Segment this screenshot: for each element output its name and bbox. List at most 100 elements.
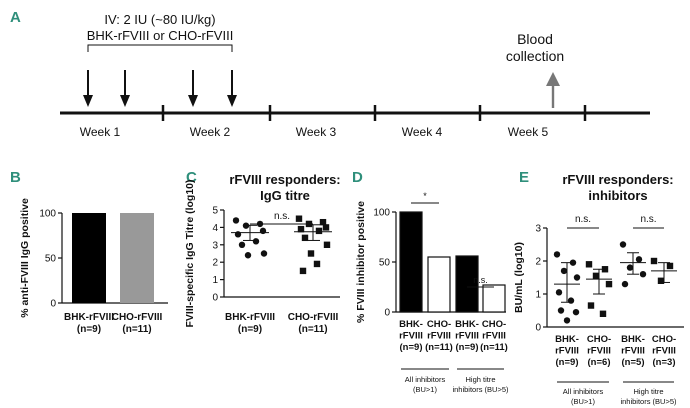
- group-label: (BU>1): [413, 385, 437, 394]
- injection-arrow-head: [227, 95, 237, 107]
- group-label: All inhibitors: [405, 375, 446, 384]
- data-point: [605, 280, 613, 288]
- week-label: Week 1: [80, 125, 121, 139]
- group-label: (BU>1): [571, 397, 595, 406]
- bar: [399, 211, 423, 313]
- x-tick-label: (n=9): [456, 342, 479, 353]
- x-tick-label: rFVIII: [455, 331, 479, 342]
- y-tick-label: 100: [39, 209, 56, 220]
- y-tick-label: 0: [212, 293, 218, 304]
- x-tick-label: CHO-rFVIII: [288, 312, 339, 323]
- week-label: Week 5: [508, 125, 549, 139]
- y-tick-label: 2: [535, 257, 541, 268]
- data-point: [592, 272, 600, 280]
- data-point: [295, 215, 303, 222]
- x-tick-label: CHO-: [652, 334, 676, 345]
- blood-label-line1: Blood: [517, 31, 553, 47]
- panel-e-title-line1: rFVIII responders:: [562, 172, 673, 187]
- x-tick-label: rFVIII: [652, 346, 676, 357]
- x-tick-label: rFVIII: [621, 346, 645, 357]
- data-point: [585, 261, 593, 268]
- group-label: inhibitors (BU>5): [452, 385, 509, 394]
- data-point: [297, 225, 305, 233]
- data-point: [322, 224, 330, 231]
- injection-arrow-head: [83, 95, 93, 107]
- panel-a: A IV: 2 IU (~80 IU/kg) BHK-rFVIII or CHO…: [10, 9, 650, 139]
- x-tick-label: (n=3): [653, 357, 676, 368]
- data-point: [232, 217, 240, 224]
- x-tick-label: CHO-: [482, 319, 506, 330]
- bar: [427, 256, 451, 313]
- y-tick-label: 2: [212, 258, 218, 269]
- y-tick-label: 3: [212, 240, 218, 251]
- data-point: [639, 271, 647, 278]
- y-tick-label: 100: [373, 208, 390, 219]
- data-point: [238, 241, 246, 248]
- y-tick-label: 1: [535, 290, 541, 301]
- x-tick-label: CHO-: [587, 334, 611, 345]
- y-axis-label: BU/mL (log10): [513, 242, 525, 313]
- data-point: [560, 267, 568, 275]
- data-point: [599, 310, 607, 317]
- data-point: [657, 277, 665, 284]
- x-tick-label: (n=11): [425, 342, 453, 353]
- week-label: Week 2: [190, 125, 231, 139]
- data-point: [301, 234, 309, 242]
- group-label: High titre: [633, 387, 663, 396]
- x-tick-label: rFVIII: [399, 331, 423, 342]
- data-point: [244, 252, 252, 259]
- y-tick-label: 5: [212, 206, 218, 217]
- x-tick-label: rFVIII: [587, 346, 611, 357]
- bar: [120, 213, 154, 303]
- injection-arrows: [83, 70, 237, 107]
- bar: [72, 213, 106, 303]
- panel-c-title-line1: rFVIII responders:: [229, 172, 340, 187]
- data-point: [626, 264, 634, 271]
- data-point: [555, 289, 563, 296]
- panel-c-letter: C: [186, 169, 197, 186]
- data-point: [299, 267, 307, 275]
- x-tick-label: (n=6): [588, 357, 611, 368]
- y-tick-label: 50: [379, 258, 391, 269]
- x-tick-label: BHK-rFVIII: [225, 312, 275, 323]
- data-point: [666, 262, 674, 270]
- panel-e-title-line2: inhibitors: [588, 188, 647, 203]
- x-tick-label: (n=9): [400, 342, 423, 353]
- data-point: [252, 238, 260, 245]
- injection-label-line2: BHK-rFVIII or CHO-rFVIII: [87, 28, 234, 43]
- x-tick-label: rFVIII: [482, 331, 506, 342]
- significance-label: n.s.: [640, 214, 656, 225]
- data-point: [553, 251, 561, 258]
- x-tick-label: (n=9): [77, 324, 101, 335]
- week-label: Week 3: [296, 125, 337, 139]
- y-tick-label: 4: [212, 223, 218, 234]
- x-tick-label: BHK-: [621, 334, 645, 345]
- x-tick-label: rFVIII: [555, 346, 579, 357]
- significance-label: n.s.: [575, 214, 591, 225]
- week-label: Week 4: [402, 125, 443, 139]
- y-tick-label: 3: [535, 224, 541, 235]
- data-point: [572, 308, 580, 316]
- group-label: All inhibitors: [563, 387, 604, 396]
- data-point: [567, 297, 575, 304]
- data-point: [313, 260, 321, 268]
- data-point: [621, 280, 629, 288]
- data-point: [319, 218, 327, 226]
- injection-bracket: [87, 44, 233, 52]
- data-point: [650, 257, 658, 265]
- panel-a-letter: A: [10, 9, 21, 26]
- blood-label-line2: collection: [506, 48, 564, 64]
- data-point: [619, 241, 627, 248]
- panel-e-letter: E: [519, 169, 529, 186]
- x-tick-label: rFVIII: [427, 331, 451, 342]
- panel-d-letter: D: [352, 169, 363, 186]
- x-tick-label: BHK-: [399, 319, 423, 330]
- x-tick-label: (n=9): [556, 357, 579, 368]
- significance-label: *: [423, 191, 427, 201]
- y-axis-label: FVIII-specific IgG Titre (log10): [184, 180, 196, 328]
- data-point: [557, 307, 565, 314]
